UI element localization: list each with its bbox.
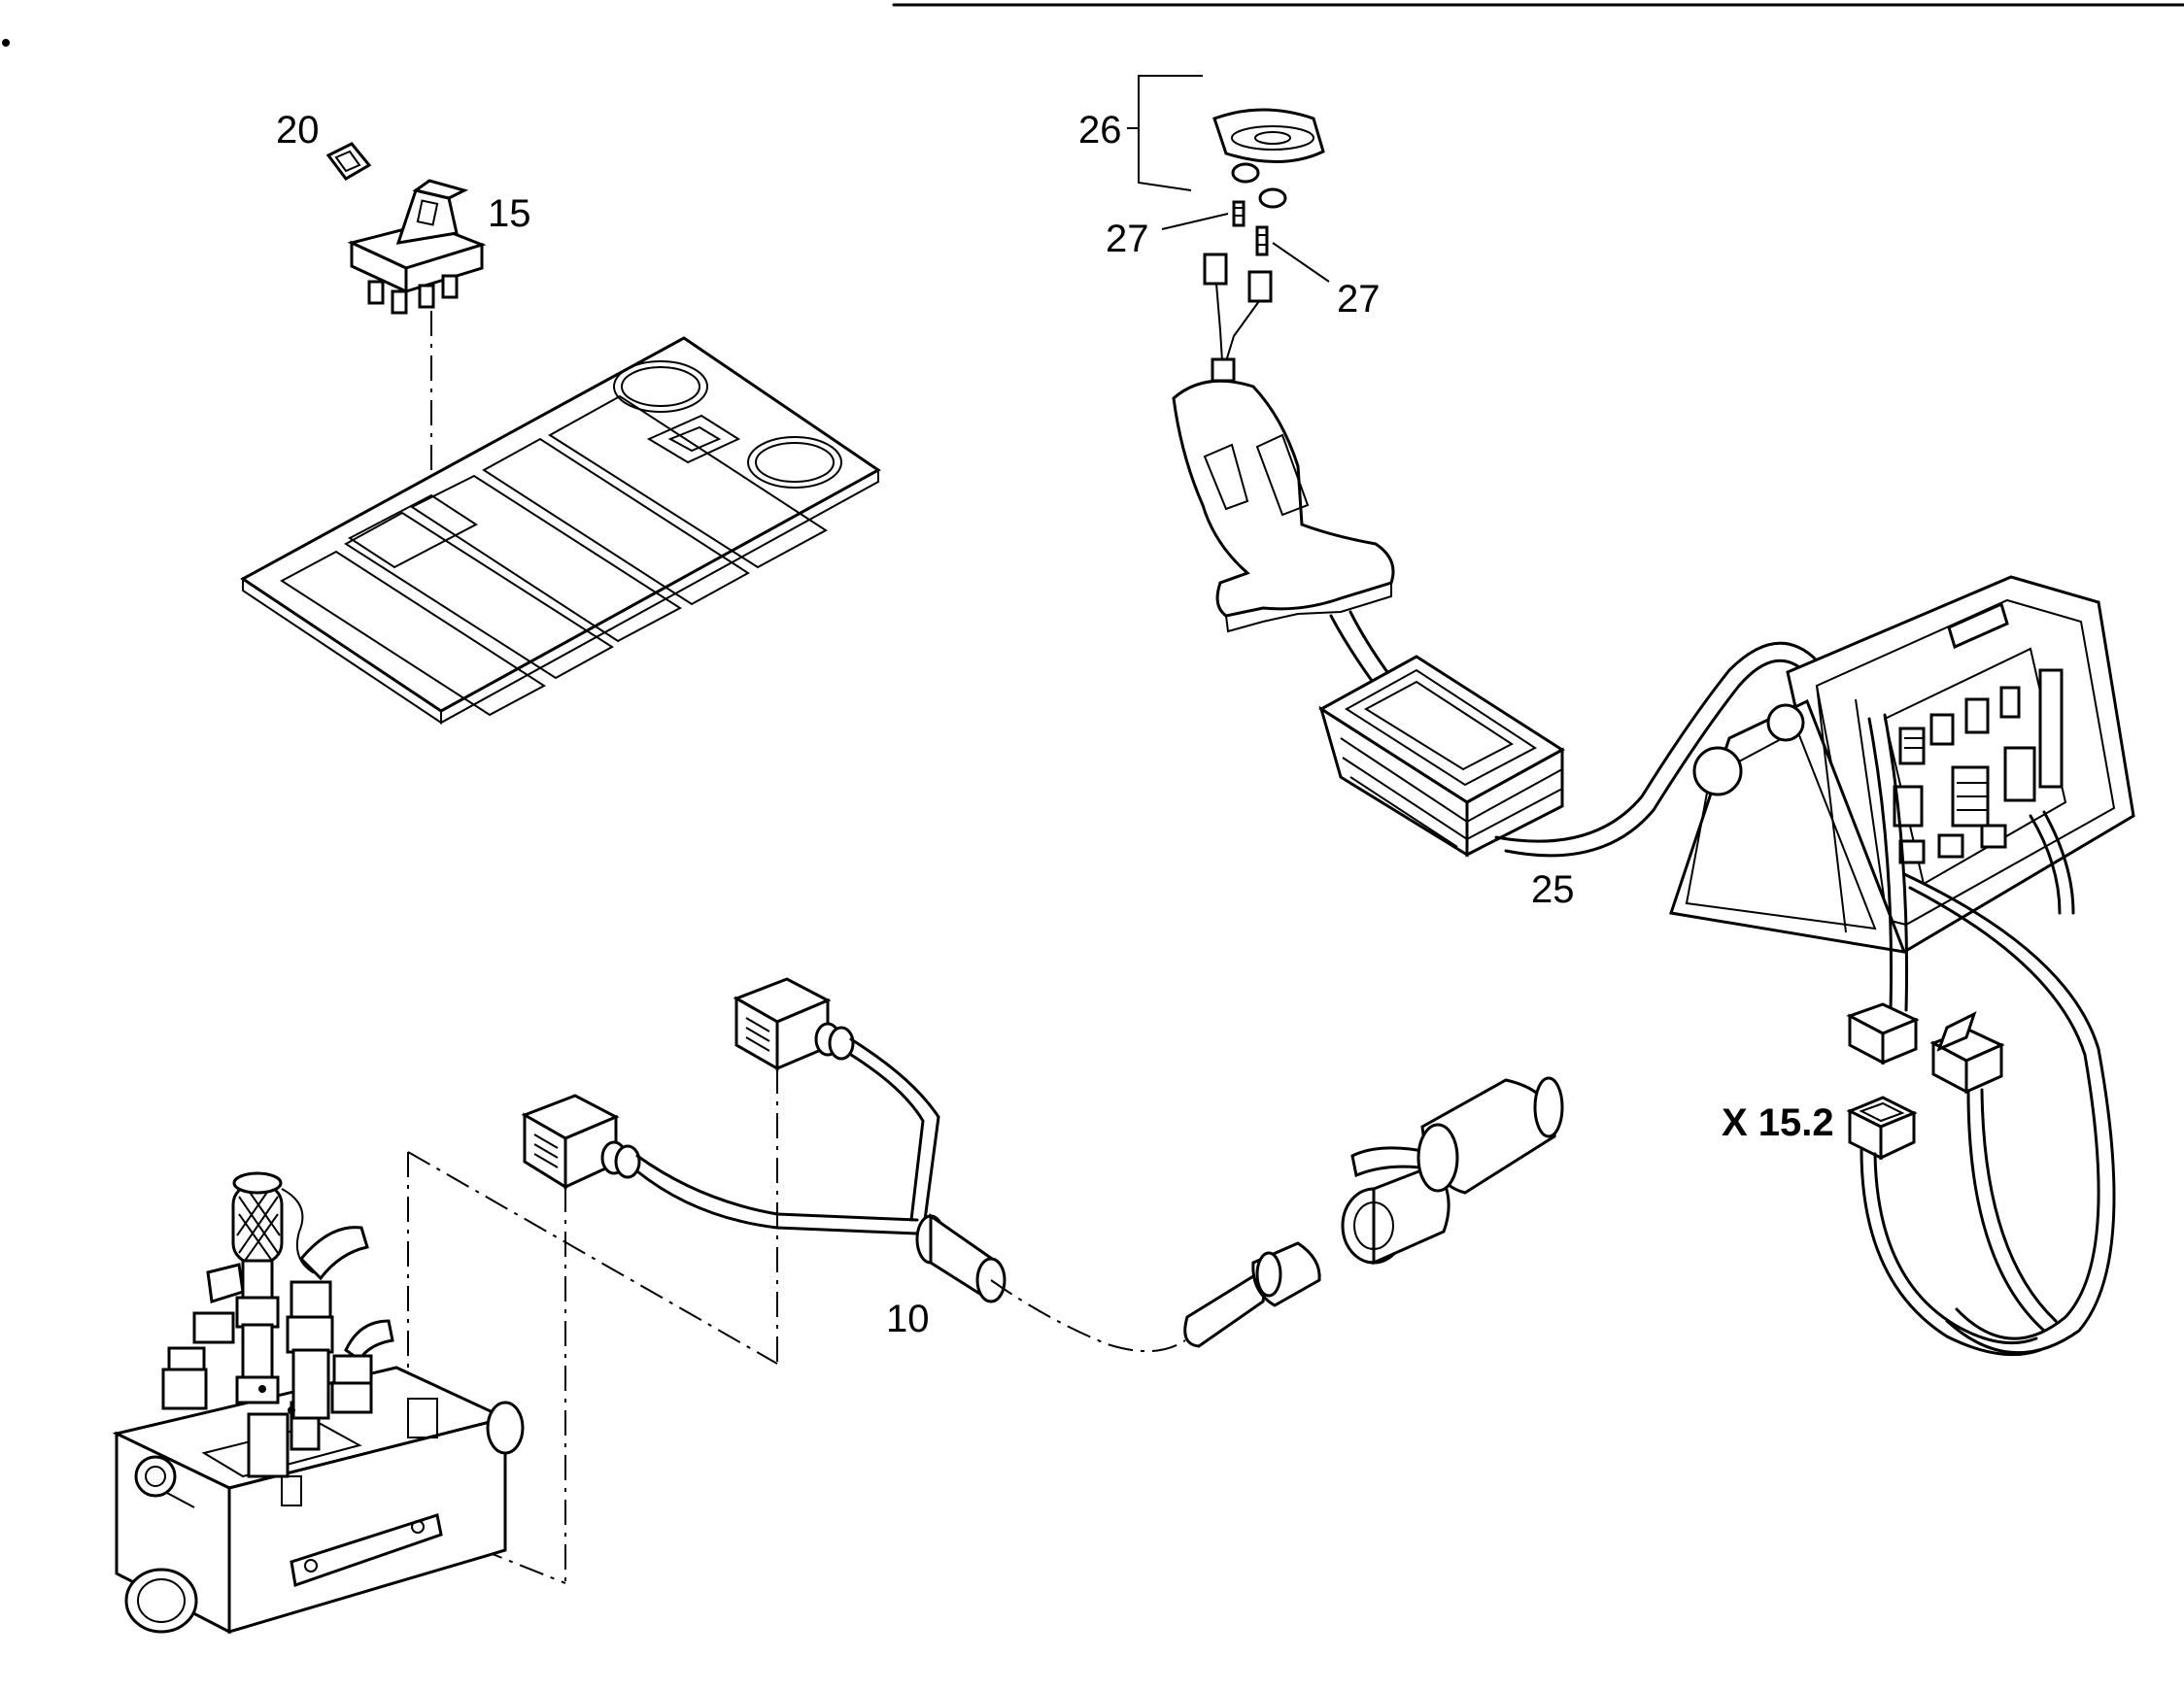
cable-x15-2-down-edge bbox=[1873, 1152, 2038, 1345]
connector-x15-2 bbox=[1846, 1096, 1918, 1161]
callout-27-right: 27 bbox=[1337, 278, 1381, 321]
cable-end-with-sleeve bbox=[1350, 1076, 1564, 1195]
harness-branch-upper-edge bbox=[849, 1053, 925, 1222]
harness-branch-lower-edge bbox=[635, 1169, 919, 1235]
callout-x15-2: X 15.2 bbox=[1722, 1101, 1834, 1144]
part-26-knob-cap bbox=[1212, 108, 1325, 164]
coil-connector-upper bbox=[733, 977, 855, 1071]
joystick-handle bbox=[1172, 357, 1395, 633]
cable-long-loop bbox=[1902, 872, 2116, 1355]
cable-x15-2-down bbox=[1860, 1148, 2042, 1357]
callout-10: 10 bbox=[886, 1298, 930, 1340]
frame-leader-top bbox=[407, 1151, 778, 1365]
part-27b-leader bbox=[1272, 242, 1330, 283]
bellows-boot bbox=[1318, 655, 1565, 858]
control-box bbox=[1669, 575, 2135, 954]
callout-27-left: 27 bbox=[1106, 218, 1149, 260]
part-27a-leader bbox=[1161, 213, 1229, 230]
hydraulic-valve-block bbox=[112, 1171, 525, 1635]
coil-connector-lower bbox=[521, 1094, 641, 1190]
harness-branch-upper bbox=[849, 1037, 940, 1222]
cable-plug-down bbox=[1966, 1090, 2046, 1333]
connector-x15-2-mating bbox=[1846, 1002, 1920, 1065]
connector-right-plug bbox=[1929, 1011, 2005, 1095]
callout-20: 20 bbox=[276, 109, 320, 152]
corner-mark bbox=[2, 39, 10, 47]
callout-15: 15 bbox=[488, 192, 531, 235]
part-26-bracket bbox=[1138, 75, 1203, 191]
harness-branch-lower bbox=[635, 1154, 919, 1222]
cable-box-stub-edge bbox=[2042, 810, 2075, 915]
harness-sleeve-10 bbox=[915, 1213, 1007, 1303]
nuts-and-springs bbox=[1203, 162, 1287, 362]
cable-box-stub bbox=[2029, 814, 2062, 915]
dashboard-panel bbox=[240, 336, 881, 725]
harness-to-plug-leader bbox=[990, 1279, 1186, 1353]
cable-plug-down-edge bbox=[1980, 1088, 2058, 1323]
callout-25: 25 bbox=[1531, 868, 1575, 911]
callout-26: 26 bbox=[1078, 109, 1122, 152]
plug-pin bbox=[1183, 1241, 1321, 1348]
part-15-rocker-switch bbox=[347, 179, 487, 315]
cable-box-to-connector-left bbox=[1867, 717, 1894, 1012]
cable-box-to-connector-left-edge bbox=[1883, 713, 1909, 1012]
cable-long-loop-edge bbox=[1908, 886, 2100, 1340]
part-20-cap bbox=[325, 142, 372, 181]
